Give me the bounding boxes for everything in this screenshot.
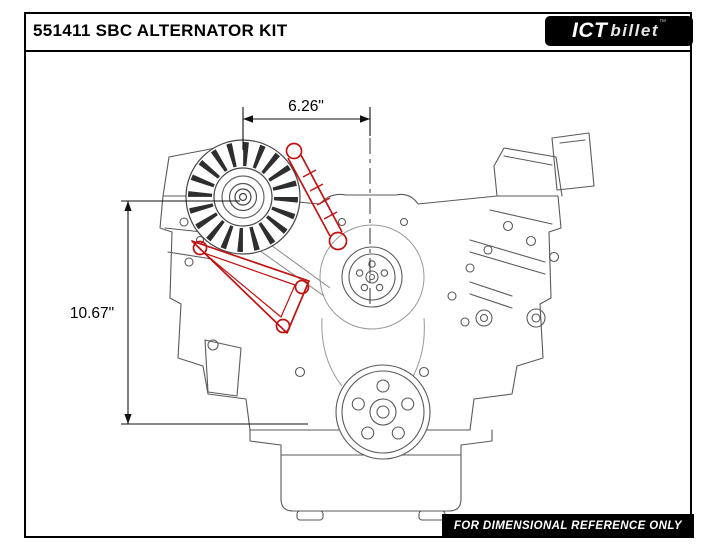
dimension-width: 6.26" xyxy=(242,98,371,150)
bracket-hole-top xyxy=(192,240,208,256)
right-top-boss xyxy=(551,132,595,191)
water-pump-pulley xyxy=(341,246,403,308)
dimensional-reference-note: FOR DIMENSIONAL REFERENCE ONLY xyxy=(441,514,694,538)
page-title: 551411 SBC ALTERNATOR KIT xyxy=(33,21,288,40)
belt-lines xyxy=(255,239,331,297)
alternator-bracket-highlight xyxy=(191,142,348,334)
height-dimension-label: 10.67" xyxy=(70,305,114,322)
bracket-outer-edge xyxy=(191,240,310,334)
logo-ict-text: ICT xyxy=(572,19,608,42)
adjustment-rod-top-eye xyxy=(285,142,303,160)
adjustment-rod-turnbuckle xyxy=(302,169,338,220)
alternator xyxy=(185,139,301,255)
crank-pulley xyxy=(335,364,431,460)
right-valve-cover xyxy=(493,147,563,197)
logo-trademark: ™ xyxy=(659,19,666,26)
bracket-hole-bottom xyxy=(275,318,291,334)
bracket-inner-edge xyxy=(203,252,296,318)
adjustment-rod xyxy=(287,154,343,237)
ict-billet-logo: ICT billet ™ xyxy=(545,16,693,46)
adjustment-rod-bottom-eye xyxy=(328,231,348,251)
width-dimension-label: 6.26" xyxy=(288,98,324,115)
header-divider xyxy=(24,50,692,52)
logo-billet-text: billet xyxy=(610,21,659,40)
sheet-border-frame xyxy=(24,12,692,538)
bracket-hole-right xyxy=(294,279,310,295)
dimension-height: 10.67" xyxy=(70,200,308,425)
alternator-fan-fins xyxy=(188,142,298,252)
